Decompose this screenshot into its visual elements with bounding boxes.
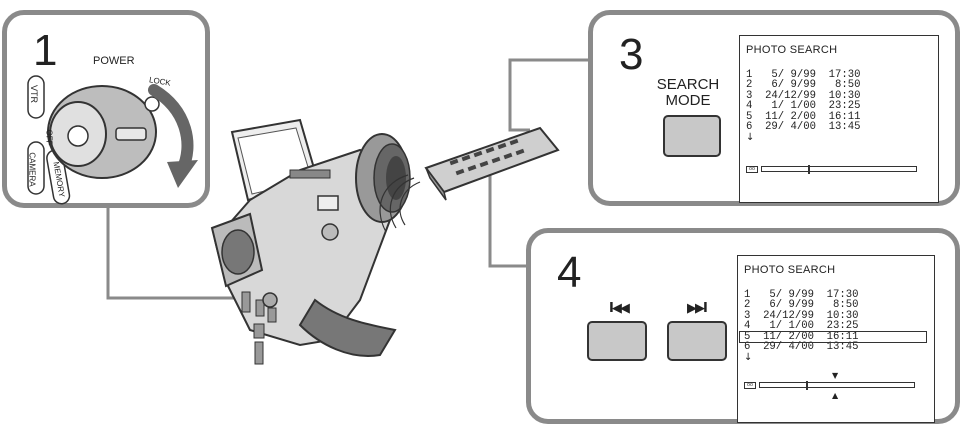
photo-list: 1 5/ 9/99 17:30 2 6/ 9/99 8:50 3 24/12/9… — [739, 289, 927, 354]
step-3-number: 3 — [619, 30, 644, 79]
step-3-panel: 3 SEARCH MODE PHOTO SEARCH 1 5/ 9/99 17:… — [588, 10, 960, 206]
next-button[interactable] — [667, 321, 727, 361]
photo-search-screen-4: PHOTO SEARCH 1 5/ 9/99 17:30 2 6/ 9/99 8… — [737, 255, 935, 423]
list-item: 1 5/ 9/99 17:30 — [746, 69, 861, 81]
list-item: 3 24/12/99 10:30 — [746, 89, 861, 102]
mode-camera-label: CAMERA — [27, 152, 37, 187]
more-down-arrow-icon: ↓ — [746, 132, 755, 143]
cassette-icon: oo — [744, 382, 756, 389]
list-item: 4 1/ 1/00 23:25 — [744, 320, 859, 333]
search-pointer-down-icon: ▼ — [832, 371, 839, 380]
search-mode-label: SEARCH MODE — [656, 76, 720, 109]
list-item-selected: 5 11/ 2/00 16:11 — [739, 330, 927, 344]
list-item: 1 5/ 9/99 17:30 — [744, 289, 859, 301]
step-4-number: 4 — [557, 248, 582, 297]
list-item: 4 1/ 1/00 23:25 — [746, 100, 861, 113]
step-4-panel: 4 I◀◀ ▶▶I PHOTO SEARCH 1 5/ 9/99 17:30 2… — [526, 228, 960, 424]
prev-button[interactable] — [587, 321, 647, 361]
mode-vtr-label: VTR — [29, 85, 39, 103]
screen-title: PHOTO SEARCH — [746, 44, 838, 56]
photo-list: 1 5/ 9/99 17:30 2 6/ 9/99 8:50 3 24/12/9… — [746, 69, 861, 134]
step-1-number: 1 — [33, 26, 58, 75]
list-item: 2 6/ 9/99 8:50 — [744, 299, 859, 312]
search-pointer-up-icon: ▲ — [832, 391, 839, 400]
list-item: 6 29/ 4/00 13:45 — [744, 341, 859, 354]
mode-off-label: OFF — [44, 129, 54, 146]
photo-search-screen-3: PHOTO SEARCH 1 5/ 9/99 17:30 2 6/ 9/99 8… — [739, 35, 939, 203]
screen-title: PHOTO SEARCH — [744, 264, 836, 276]
list-item: 2 6/ 9/99 8:50 — [746, 79, 861, 92]
next-skip-icon: ▶▶I — [687, 301, 708, 316]
list-item: 5 11/ 2/00 16:11 — [746, 110, 861, 123]
cassette-icon: oo — [746, 166, 758, 173]
power-switch-icon — [27, 75, 198, 205]
more-down-arrow-icon: ↓ — [744, 352, 753, 363]
tape-position-bar — [759, 381, 915, 390]
list-item: 3 24/12/99 10:30 — [744, 309, 859, 322]
power-label: POWER — [93, 55, 135, 67]
step-1-panel: 1 POWER LOCK VTR OFF CAMERA MEMORY — [2, 10, 210, 208]
tape-position-mark — [808, 165, 810, 174]
tape-position-mark — [806, 381, 808, 390]
tape-position-bar — [761, 165, 917, 174]
search-mode-button[interactable] — [663, 115, 721, 157]
prev-skip-icon: I◀◀ — [609, 301, 630, 316]
list-item: 6 29/ 4/00 13:45 — [746, 121, 861, 134]
